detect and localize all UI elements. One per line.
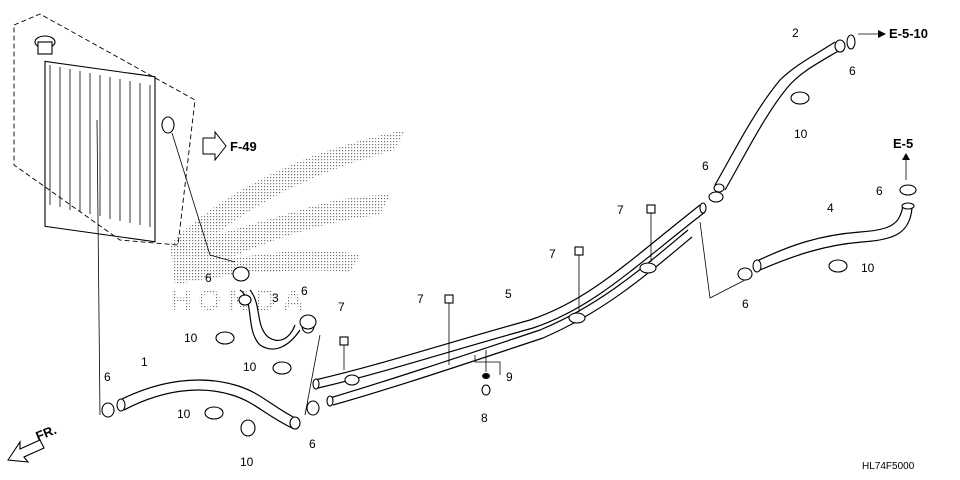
- label-clip-10: 10: [240, 455, 254, 469]
- clip-10: [272, 361, 292, 375]
- clip-10: [828, 259, 848, 273]
- label-clamp-6: 6: [702, 159, 709, 173]
- leader-pipe5-left: [304, 334, 321, 416]
- clip-10: [344, 374, 360, 386]
- washer-9: [482, 373, 490, 379]
- ref-e5-10: E-5-10: [858, 26, 928, 41]
- label-bolt-7: 7: [617, 203, 624, 217]
- honda-wing-watermark: HONDA: [170, 130, 405, 317]
- clamp-6: [299, 314, 317, 330]
- ref-f49: F-49: [202, 130, 257, 162]
- bolt-7: [574, 246, 584, 256]
- label-clamp-6: 6: [876, 184, 883, 198]
- leader-radiator-hose1: [96, 119, 101, 416]
- label-clip-10: 10: [243, 360, 257, 374]
- bolt-7: [444, 294, 454, 304]
- label-pipe-5: 5: [505, 287, 512, 301]
- clamp-6-group: [101, 34, 917, 418]
- hose-4: [752, 202, 915, 273]
- ref-e5: E-5: [893, 136, 913, 180]
- clip-10: [568, 312, 586, 324]
- bolt-7: [339, 336, 349, 346]
- leader-pipe5-right: [699, 221, 746, 299]
- radiator-reference: [13, 13, 196, 246]
- watermark-text: HONDA: [170, 284, 310, 317]
- hose-2: [713, 39, 846, 193]
- diagram-code: HL74F5000: [862, 461, 915, 472]
- svg-text:F-49: F-49: [230, 139, 257, 154]
- label-clamp-6: 6: [742, 297, 749, 311]
- label-clamp-6: 6: [205, 271, 212, 285]
- clamp-6: [306, 400, 320, 416]
- label-clip-10: 10: [177, 407, 191, 421]
- bolt-8: [481, 384, 491, 396]
- clamp-6: [846, 34, 856, 50]
- clamp-6: [737, 267, 753, 281]
- front-direction-arrow: FR.: [7, 422, 59, 463]
- label-bolt-8: 8: [481, 411, 488, 425]
- pipe-5: [312, 202, 707, 407]
- label-bolt-7: 7: [338, 300, 345, 314]
- label-hose-4: 4: [827, 201, 834, 215]
- label-clamp-6: 6: [301, 284, 308, 298]
- label-clip-10: 10: [861, 261, 875, 275]
- label-clip-10: 10: [794, 127, 808, 141]
- clamp-6: [708, 191, 724, 203]
- direction-label: FR.: [34, 422, 59, 444]
- label-clamp-6: 6: [309, 437, 316, 451]
- hose-1: [116, 379, 301, 430]
- hose-3: [238, 289, 315, 350]
- label-hose-1: 1: [141, 355, 148, 369]
- clip-10: [639, 262, 657, 274]
- clip-10: [204, 406, 224, 420]
- label-clamp-6: 6: [849, 64, 856, 78]
- bolt-7: [646, 204, 656, 214]
- clip-10: [790, 91, 810, 105]
- arrow-icon: [7, 439, 45, 463]
- clamp-6: [899, 184, 917, 196]
- label-hose-3: 3: [272, 291, 279, 305]
- clamp-6: [101, 402, 115, 418]
- label-hose-2: 2: [792, 26, 799, 40]
- bolt-group: [339, 204, 656, 396]
- label-clip-10: 10: [184, 331, 198, 345]
- svg-text:E-5: E-5: [893, 136, 913, 151]
- label-washer-9: 9: [506, 370, 513, 384]
- radiator-core: [44, 60, 156, 243]
- label-clamp-6: 6: [104, 370, 111, 384]
- leader-radiator-hose3: [171, 132, 236, 263]
- clip-10-group: [204, 91, 848, 437]
- clip-10: [215, 331, 235, 345]
- clamp-6: [232, 266, 250, 282]
- label-bolt-7: 7: [417, 292, 424, 306]
- leader-washer9: [474, 355, 501, 375]
- label-bolt-7: 7: [549, 247, 556, 261]
- svg-text:E-5-10: E-5-10: [889, 26, 928, 41]
- radiator-outlet: [161, 116, 175, 134]
- clip-10: [240, 419, 256, 437]
